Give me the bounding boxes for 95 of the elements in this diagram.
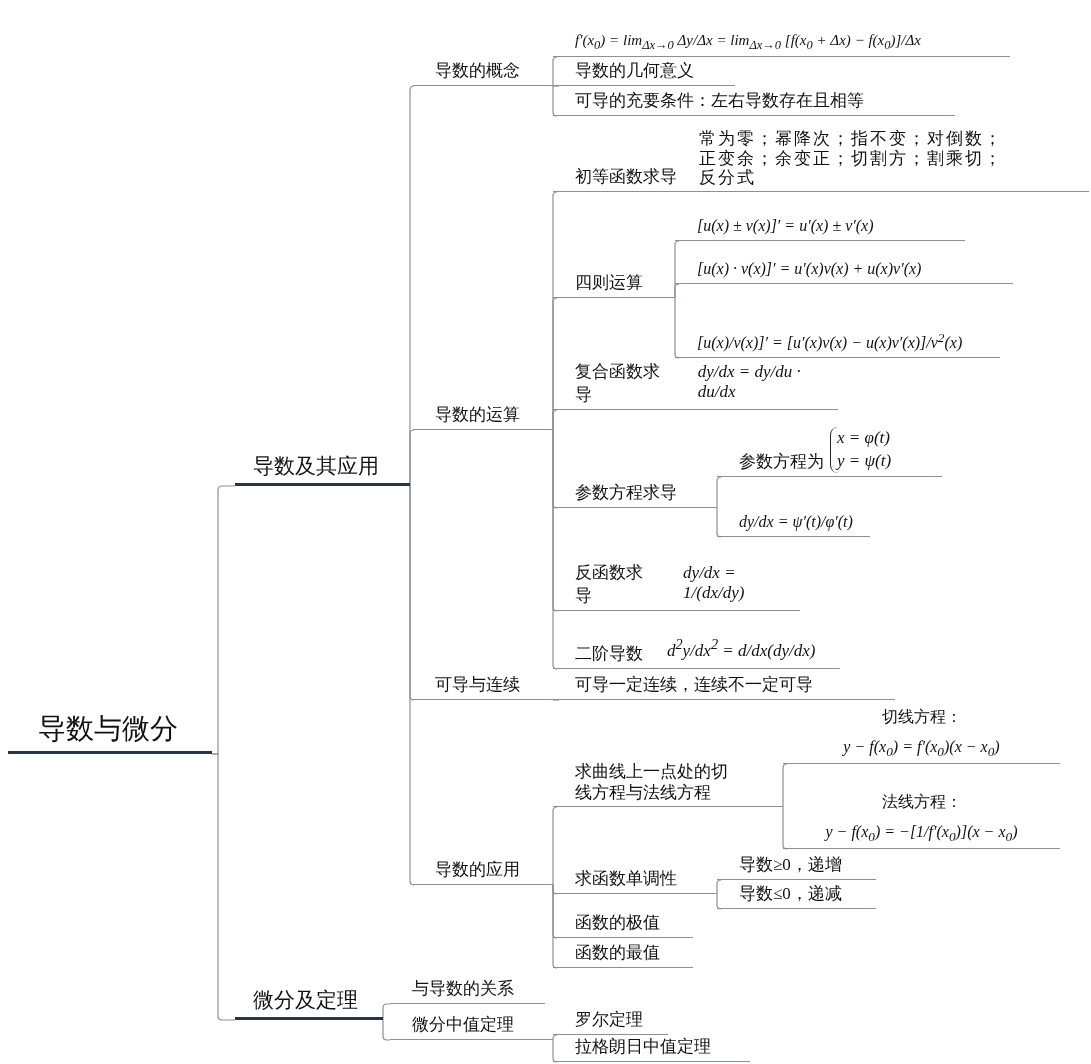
connector-line [382, 1003, 391, 1021]
branch-node [717, 853, 876, 880]
formula: [u(x) ± v(x)]′ = u′(x) ± v′(x) [697, 216, 874, 237]
branch-node [675, 259, 1013, 284]
branch-node [717, 882, 876, 909]
branch-node [553, 89, 955, 116]
formula: y − f(x$_{0}$) = −[1/f′(x$_{0}$)](x − x$_{0}$) [825, 822, 1018, 845]
topic-label: 可导的充要条件：左右导数存在且相等 [575, 90, 864, 112]
connector-line [552, 429, 558, 670]
topic-label: 与导数的关系 [412, 978, 514, 1000]
topic-label: 微分及定理 [253, 987, 358, 1014]
branch-node [553, 1035, 750, 1062]
connector-line [409, 485, 415, 886]
connector-line [716, 507, 722, 538]
connector-line [716, 879, 722, 895]
formula: x = φ(t) [837, 427, 891, 450]
branch-node [783, 791, 1060, 849]
topic-label: 导数的运算 [435, 404, 520, 426]
topic-label: 法线方程： [881, 791, 962, 812]
connector-line [552, 85, 560, 87]
branch-node [413, 59, 553, 86]
connector-line [716, 476, 722, 509]
branch-node [717, 512, 870, 537]
connector-line [552, 409, 558, 431]
branch-node [413, 403, 553, 430]
mnemonic-text: 常为零；幂降次；指不变；对倒数；正变余；余变正；切割方；割乘切；反分式 [699, 129, 1004, 188]
topic-label: 函数的极值 [575, 912, 660, 934]
connector-line [552, 806, 558, 886]
connector-line [552, 56, 558, 87]
topic-label: 导数的概念 [435, 60, 520, 82]
topic-label: 微分中值定理 [412, 1014, 514, 1036]
branch-node [413, 673, 553, 700]
branch-node [553, 129, 1089, 192]
topic-label: 导数与微分 [38, 712, 178, 746]
connector-line [211, 753, 236, 1021]
topic-label: 参数方程为 [739, 451, 824, 473]
topic-label: 导数≤0，递减 [739, 883, 842, 905]
connector-line [382, 1019, 391, 1041]
connector-line [409, 429, 415, 487]
topic-label: 求曲线上一点处的切线方程与法线方程 [575, 762, 729, 803]
topic-label: 切线方程： [881, 706, 962, 727]
topic-label: 复合函数求导 [575, 361, 661, 406]
branch-node [553, 360, 838, 410]
topic-label: 函数的最值 [575, 942, 660, 964]
branch-node [390, 1013, 553, 1040]
connector-line [782, 763, 788, 808]
branch-node [413, 858, 553, 885]
branch-node [553, 941, 693, 968]
topic-label: 可导一定连续，连续不一定可导 [575, 674, 813, 696]
connector-line [552, 884, 558, 969]
formula: y − f(x$_{0}$) = f′(x$_{0}$)(x − x$_{0}$) [843, 737, 1000, 760]
branch-node [553, 911, 693, 938]
topic-label: 导数及其应用 [253, 453, 379, 480]
branch-node [553, 636, 840, 669]
topic-label: 导数≥0，递增 [739, 854, 842, 876]
branch-node [553, 481, 717, 508]
formula: dy/dx = dy/du · du/dx [697, 362, 802, 402]
topic-label: 导数的应用 [435, 859, 520, 881]
connector-line [552, 1034, 558, 1041]
formula: d$^{2}$y/dx$^{2}$ = d/dx(dy/dx) [667, 636, 816, 661]
formula: [u(x) · v(x)]′ = u′(x)v(x) + u(x)v′(x) [697, 259, 922, 280]
topic-label: 反函数求导 [575, 562, 644, 607]
branch-node [553, 59, 735, 86]
topic-node [235, 986, 383, 1020]
topic-label: 求函数单调性 [575, 868, 677, 890]
branch-node [553, 867, 717, 894]
connector-line [674, 283, 680, 299]
topic-label: 可导与连续 [435, 674, 520, 696]
formula: [u(x)/v(x)]′ = [u′(x)v(x) − u(x)v′(x)]/v$^{2}$(x) [697, 328, 963, 354]
topic-label: 导数的几何意义 [575, 60, 694, 82]
branch-node [675, 216, 965, 241]
branch-node [553, 1008, 668, 1035]
topic-node [235, 452, 410, 486]
connector-line [716, 893, 722, 910]
connector-line [552, 1039, 558, 1063]
topic-label: 四则运算 [575, 272, 643, 294]
branch-node [553, 271, 675, 298]
branch-node [553, 673, 895, 700]
topic-label: 罗尔定理 [575, 1009, 643, 1031]
branch-node [553, 762, 783, 807]
formula: dy/dx = ψ′(t)/φ′(t) [739, 512, 853, 533]
formula: f′(x$_{0}$) = lim$_{Δx→0}$ Δy/Δx = lim$_{Δx→0}$ [f(x$_{0}$ + Δx) − f(x$_{0}$)]/Δx [575, 30, 921, 53]
branch-node [783, 706, 1060, 764]
connector-line [782, 806, 788, 850]
topic-label: 参数方程求导 [575, 482, 677, 504]
topic-label: 二阶导数 [575, 643, 643, 665]
formula: y = ψ(t) [837, 450, 892, 473]
connector-line [552, 85, 558, 117]
topic-label: 初等函数求导 [575, 166, 677, 188]
formula: dy/dx = 1/(dx/dy) [683, 563, 746, 603]
topic-label: 拉格朗日中值定理 [575, 1036, 711, 1058]
connector-line [552, 699, 560, 701]
branch-node [553, 561, 800, 611]
branch-node [390, 977, 545, 1004]
connector-line [674, 297, 680, 359]
